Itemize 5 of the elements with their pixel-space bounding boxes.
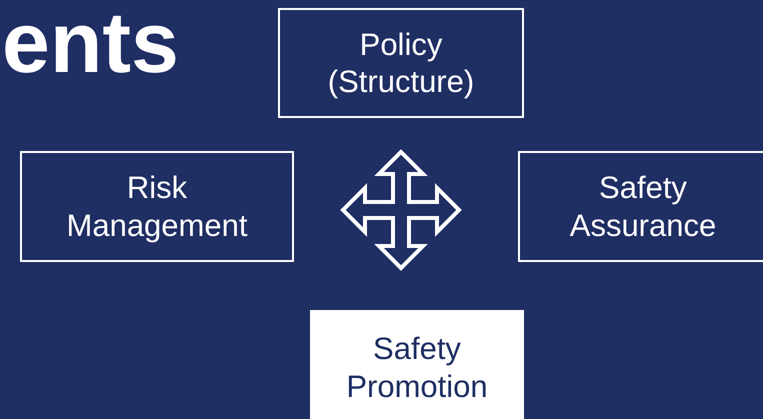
text-box: Safety Assurance: [518, 151, 763, 262]
text-box: Safety Promotion: [310, 310, 524, 419]
text-box: Policy (Structure): [278, 8, 524, 118]
title: ents: [2, 0, 179, 86]
text-box: Risk Management: [20, 151, 294, 262]
